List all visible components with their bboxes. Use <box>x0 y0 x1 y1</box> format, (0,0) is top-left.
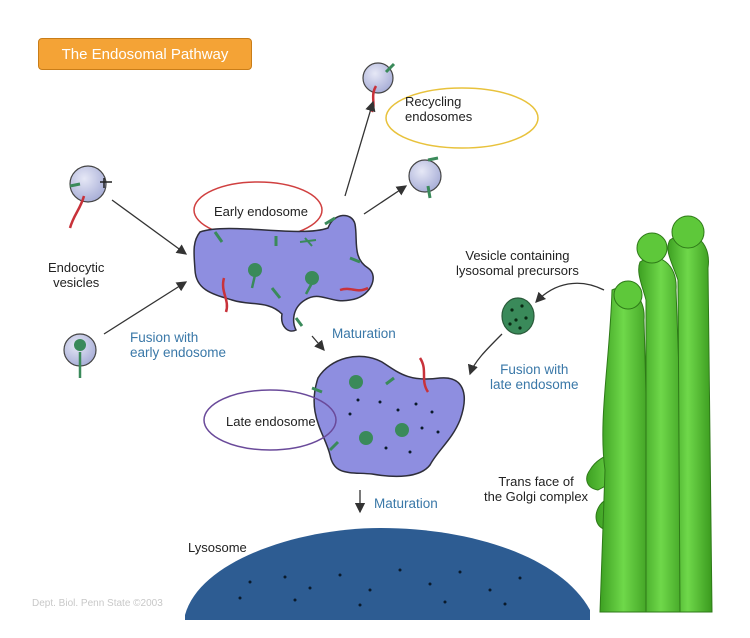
label-maturation-1: Maturation <box>332 326 396 341</box>
endocytic-vesicle-top <box>68 165 112 229</box>
label-early-endosome: Early endosome <box>214 204 308 219</box>
label-recycling-endosomes: Recycling endosomes <box>405 94 473 124</box>
lysosome <box>185 528 590 620</box>
label-vesicle-precursors: Vesicle containing lysosomal precursors <box>456 248 579 278</box>
recycling-endosome-ring <box>385 87 539 149</box>
label-lysosome: Lysosome <box>188 540 247 555</box>
late-endosome <box>313 355 465 478</box>
recycling-vesicle-bottom <box>408 156 442 199</box>
lysosome-contents <box>238 568 522 607</box>
label-fusion-early: Fusion with early endosome <box>130 330 227 360</box>
golgi-complex <box>586 215 713 613</box>
diagram-title: The Endosomal Pathway <box>38 38 252 70</box>
label-late-endosome: Late endosome <box>226 414 316 429</box>
endocytic-vesicle-bottom <box>63 333 97 378</box>
label-endocytic-vesicles: Endocytic vesicles <box>48 260 105 290</box>
credit-text: Dept. Biol. Penn State ©2003 <box>32 598 163 609</box>
recycling-vesicle-top <box>362 62 396 113</box>
pathway-arrows <box>103 100 605 514</box>
label-maturation-2: Maturation <box>374 496 438 511</box>
early-endosome <box>193 214 374 332</box>
early-endosome-cargo <box>213 216 369 327</box>
lysosomal-precursor-vesicle <box>501 297 535 335</box>
late-endosome-cargo <box>311 357 440 454</box>
late-endosome-ring <box>203 389 337 451</box>
label-fusion-late: Fusion with late endosome <box>490 362 579 392</box>
label-trans-golgi: Trans face of the Golgi complex <box>484 474 589 504</box>
